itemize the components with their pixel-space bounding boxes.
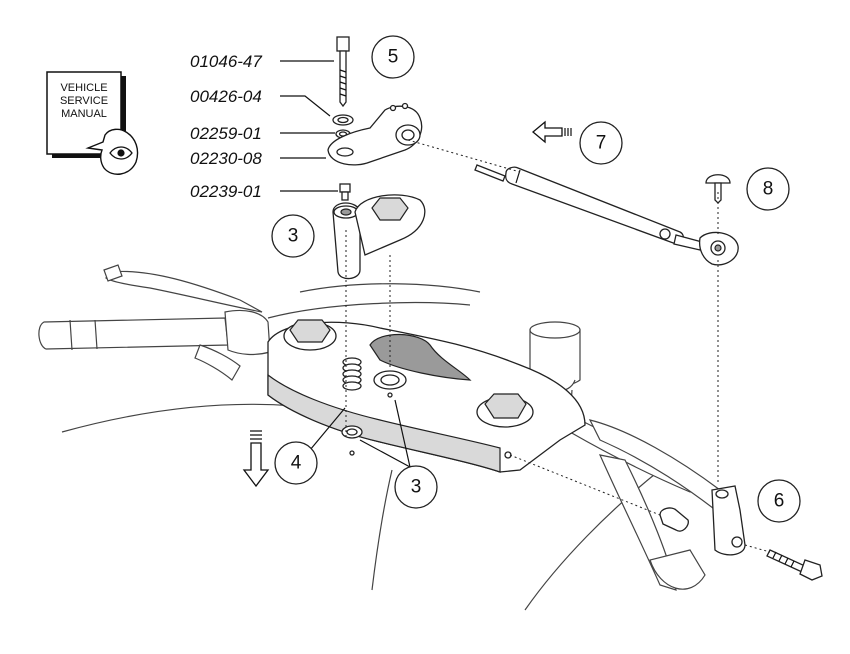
callout-6: 6 [774,491,785,512]
part-number-01046-47: 01046-47 [190,52,262,71]
part-number-02230-08: 02230-08 [190,149,262,168]
alignment-lines [345,139,771,553]
callout-3-lower: 3 [411,477,422,498]
manual-line-3: MANUAL [61,108,107,120]
part-number-00426-04: 00426-04 [190,87,262,106]
manual-line-1: VEHICLE [60,82,107,94]
arrow-left-icon [531,120,572,144]
callout-8: 8 [763,179,774,200]
callouts: 5 7 8 3 4 3 6 [271,35,801,523]
arrow-down-icon [242,430,270,488]
callout-7: 7 [596,133,607,154]
callout-3-upper: 3 [288,226,299,247]
part-number-labels: 01046-47 00426-04 02259-01 02230-08 0223… [190,52,338,201]
manual-line-2: SERVICE [60,95,108,107]
eye-icon [109,146,133,160]
part-number-02259-01: 02259-01 [190,124,262,143]
callout-4: 4 [291,453,302,474]
screw [705,174,731,204]
vehicle-service-manual-icon: VEHICLE SERVICE MANUAL [46,71,139,175]
lower-bracket [659,485,823,581]
part-number-02239-01: 02239-01 [190,182,262,201]
steering-damper-mount [332,194,426,280]
steering-damper [474,164,739,266]
clamp-bolt-stack [327,36,423,201]
motorcycle-background [38,264,736,611]
callout-5: 5 [388,47,399,68]
upper-triple-clamp [267,319,586,473]
spring [342,357,362,391]
